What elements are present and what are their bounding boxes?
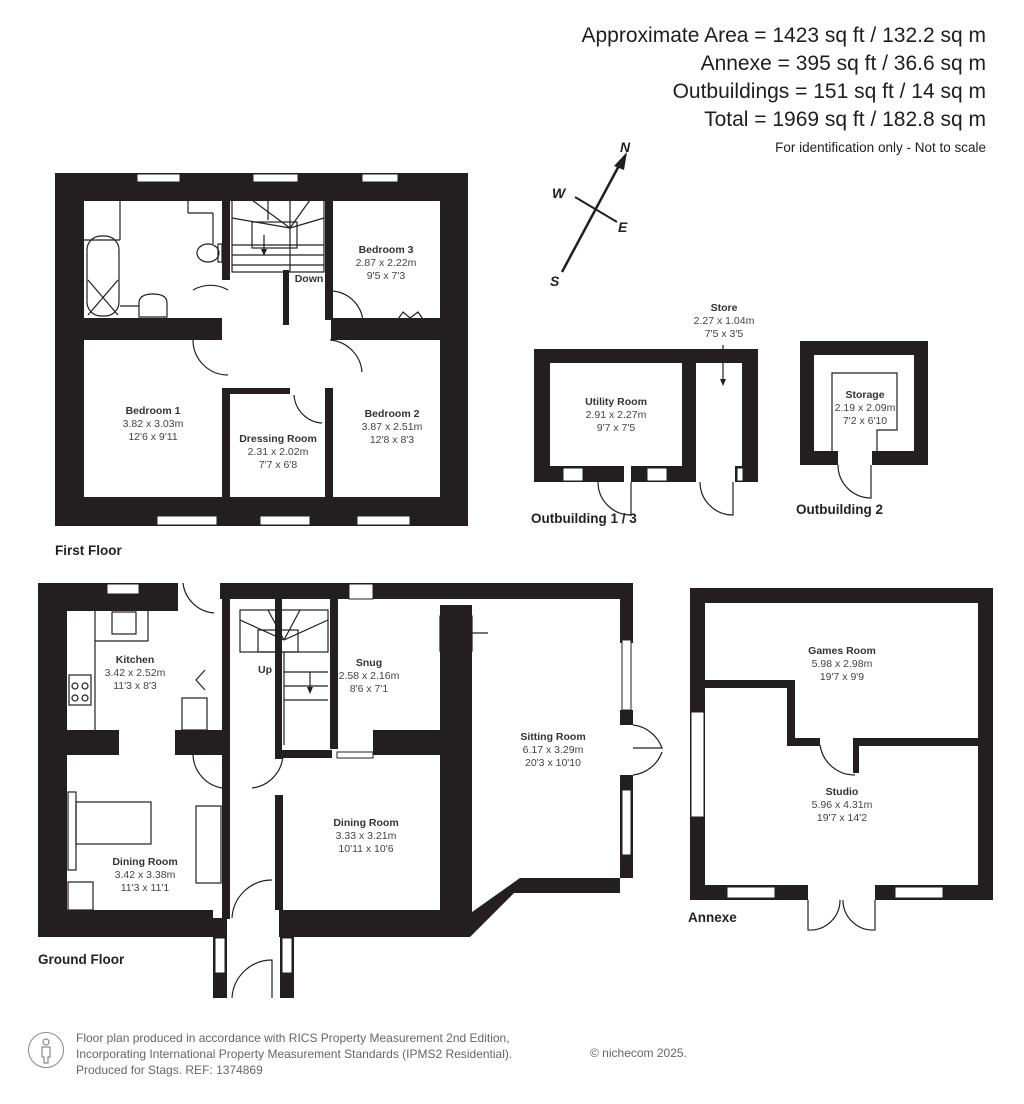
store-metric: 2.27 x 1.04m (694, 315, 755, 327)
dining-room-1-imperial: 11'3 x 11'1 (121, 882, 170, 894)
bedroom-2-name: Bedroom 2 (365, 408, 420, 420)
footer: Floor plan produced in accordance with R… (28, 1030, 512, 1078)
area-summary: Approximate Area = 1423 sq ft / 132.2 sq… (582, 22, 987, 155)
bedroom-1-metric: 3.82 x 3.03m (123, 418, 184, 430)
games-room-metric: 5.98 x 2.98m (812, 658, 873, 670)
sitting-room-name: Sitting Room (520, 731, 585, 743)
copyright-text: © nichecom 2025. (590, 1046, 687, 1060)
kitchen-name: Kitchen (116, 654, 155, 666)
person-icon (28, 1032, 64, 1068)
outbuilding-1-3-label: Outbuilding 1 / 3 (531, 511, 637, 526)
compass-west: W (552, 185, 567, 201)
snug-metric: 2.58 x 2.16m (339, 670, 400, 682)
annexe-plan: Games Room 5.98 x 2.98m 19'7 x 9'9 Studi… (688, 588, 993, 931)
studio-name: Studio (826, 786, 859, 798)
studio-metric: 5.96 x 4.31m (812, 799, 873, 811)
bedroom-2-metric: 3.87 x 2.51m (362, 421, 423, 433)
annexe-label: Annexe (688, 910, 737, 925)
compass-south: S (550, 273, 560, 289)
studio-imperial: 19'7 x 14'2 (817, 812, 867, 824)
compass-north: N (620, 139, 631, 155)
first-floor-plan: Down Bedroom 3 2.87 x 2.22m 9'5 x 7'3 Be… (55, 173, 468, 558)
stairs-up-label: Up (258, 664, 272, 676)
ground-floor-plan: Up Kitchen 3.42 x 2.52m 11'3 x 8'3 Snug … (38, 582, 663, 999)
storage-name: Storage (845, 389, 884, 401)
compass-east: E (618, 219, 628, 235)
bedroom-1-imperial: 12'6 x 9'11 (128, 431, 178, 443)
dining-room-2-name: Dining Room (333, 817, 398, 829)
bedroom-2-imperial: 12'8 x 8'3 (370, 434, 414, 446)
snug-name: Snug (356, 657, 382, 669)
utility-room-metric: 2.91 x 2.27m (586, 409, 647, 421)
dressing-room-metric: 2.31 x 2.02m (248, 446, 309, 458)
bedroom-1-name: Bedroom 1 (126, 405, 181, 417)
dining-room-2-imperial: 10'11 x 10'6 (338, 843, 393, 855)
annexe-area: Annexe = 395 sq ft / 36.6 sq m (700, 52, 986, 75)
utility-room-imperial: 9'7 x 7'5 (597, 422, 636, 434)
sitting-room-metric: 6.17 x 3.29m (523, 744, 584, 756)
scale-note: For identification only - Not to scale (775, 140, 986, 155)
store-imperial: 7'5 x 3'5 (705, 328, 744, 340)
bedroom-3-name: Bedroom 3 (359, 244, 414, 256)
dressing-room-name: Dressing Room (239, 433, 317, 445)
dining-room-2-metric: 3.33 x 3.21m (336, 830, 397, 842)
footer-line-2: Incorporating International Property Mea… (76, 1047, 513, 1061)
outbuilding-1-3-plan: Store 2.27 x 1.04m 7'5 x 3'5 Utility Roo… (531, 302, 758, 526)
storage-metric: 2.19 x 2.09m (835, 402, 896, 414)
first-floor-label: First Floor (55, 543, 122, 558)
dining-room-1-metric: 3.42 x 3.38m (115, 869, 176, 881)
approximate-area: Approximate Area = 1423 sq ft / 132.2 sq… (581, 24, 987, 47)
dressing-room-imperial: 7'7 x 6'8 (259, 459, 298, 471)
utility-room-name: Utility Room (585, 396, 647, 408)
footer-text: Floor plan produced in accordance with R… (76, 1030, 512, 1078)
snug-imperial: 8'6 x 7'1 (350, 683, 389, 695)
footer-line-3: Produced for Stags. REF: 1374869 (76, 1063, 263, 1077)
games-room-imperial: 19'7 x 9'9 (820, 671, 864, 683)
compass-icon: N W E S (550, 139, 631, 289)
kitchen-imperial: 11'3 x 8'3 (113, 680, 157, 692)
dining-room-1-name: Dining Room (112, 856, 177, 868)
store-name: Store (711, 302, 738, 314)
outbuilding-2-plan: Storage 2.19 x 2.09m 7'2 x 6'10 Outbuild… (796, 341, 928, 517)
stairs-down-label: Down (295, 273, 324, 285)
games-room-name: Games Room (808, 645, 876, 657)
outbuildings-area: Outbuildings = 151 sq ft / 14 sq m (672, 80, 986, 103)
sitting-room-imperial: 20'3 x 10'10 (525, 757, 581, 769)
bedroom-3-metric: 2.87 x 2.22m (356, 257, 417, 269)
total-area: Total = 1969 sq ft / 182.8 sq m (704, 108, 986, 131)
ground-floor-label: Ground Floor (38, 952, 125, 967)
outbuilding-2-label: Outbuilding 2 (796, 502, 883, 517)
footer-line-1: Floor plan produced in accordance with R… (76, 1031, 510, 1045)
storage-imperial: 7'2 x 6'10 (843, 415, 887, 427)
kitchen-metric: 3.42 x 2.52m (105, 667, 166, 679)
bedroom-3-imperial: 9'5 x 7'3 (367, 270, 406, 282)
